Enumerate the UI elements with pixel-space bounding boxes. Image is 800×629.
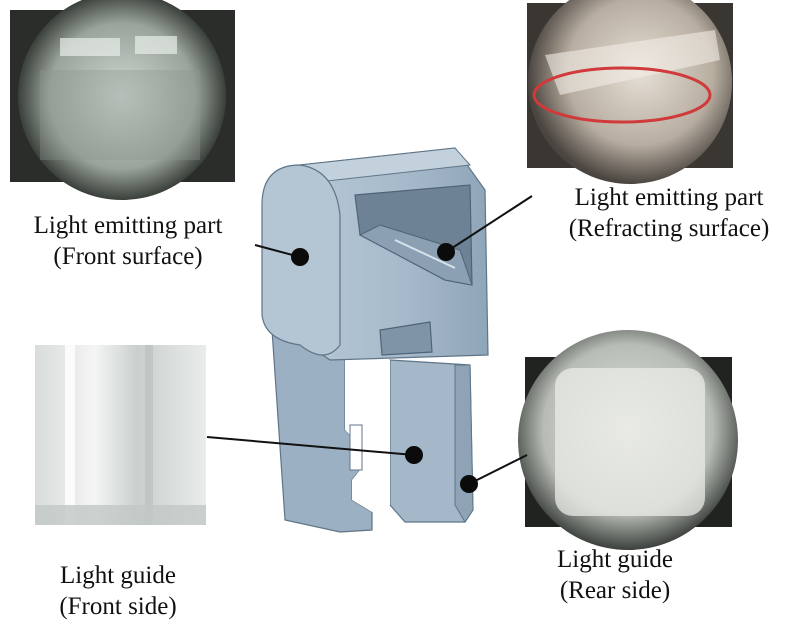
label-front-surface-line2: (Front surface) bbox=[53, 243, 203, 270]
label-guide-rear-line2: (Rear side) bbox=[559, 577, 671, 604]
label-guide-front-line1: Light guide bbox=[60, 562, 176, 589]
marker-dot-front-surface bbox=[291, 248, 309, 266]
marker-dots bbox=[291, 243, 478, 493]
label-guide-front: Light guide (Front side) bbox=[18, 560, 218, 622]
highlight-ellipse bbox=[532, 66, 712, 124]
light-guide-part bbox=[261, 147, 489, 533]
photo-guide-rear bbox=[518, 330, 738, 550]
marker-dot-refracting bbox=[437, 243, 455, 261]
callout-line-refracting bbox=[445, 195, 533, 253]
label-guide-front-line2: (Front side) bbox=[59, 593, 177, 620]
label-refracting-line1: Light emitting part bbox=[574, 184, 764, 211]
photo-guide-front bbox=[35, 345, 206, 525]
label-front-surface: Light emitting part (Front surface) bbox=[4, 210, 252, 272]
photo-front-surface bbox=[10, 0, 235, 200]
photo-refracting-surface bbox=[527, 0, 733, 184]
marker-dot-guide-front bbox=[405, 446, 423, 464]
marker-dot-guide-rear bbox=[460, 475, 478, 493]
label-refracting-surface: Light emitting part (Refracting surface) bbox=[538, 182, 800, 244]
callout-line-guide-front bbox=[206, 436, 415, 456]
label-refracting-line2: (Refracting surface) bbox=[568, 215, 770, 242]
label-guide-rear: Light guide (Rear side) bbox=[540, 544, 690, 606]
label-guide-rear-line1: Light guide bbox=[557, 546, 673, 573]
label-front-surface-line1: Light emitting part bbox=[33, 212, 223, 239]
callout-line-guide-rear bbox=[468, 454, 528, 485]
